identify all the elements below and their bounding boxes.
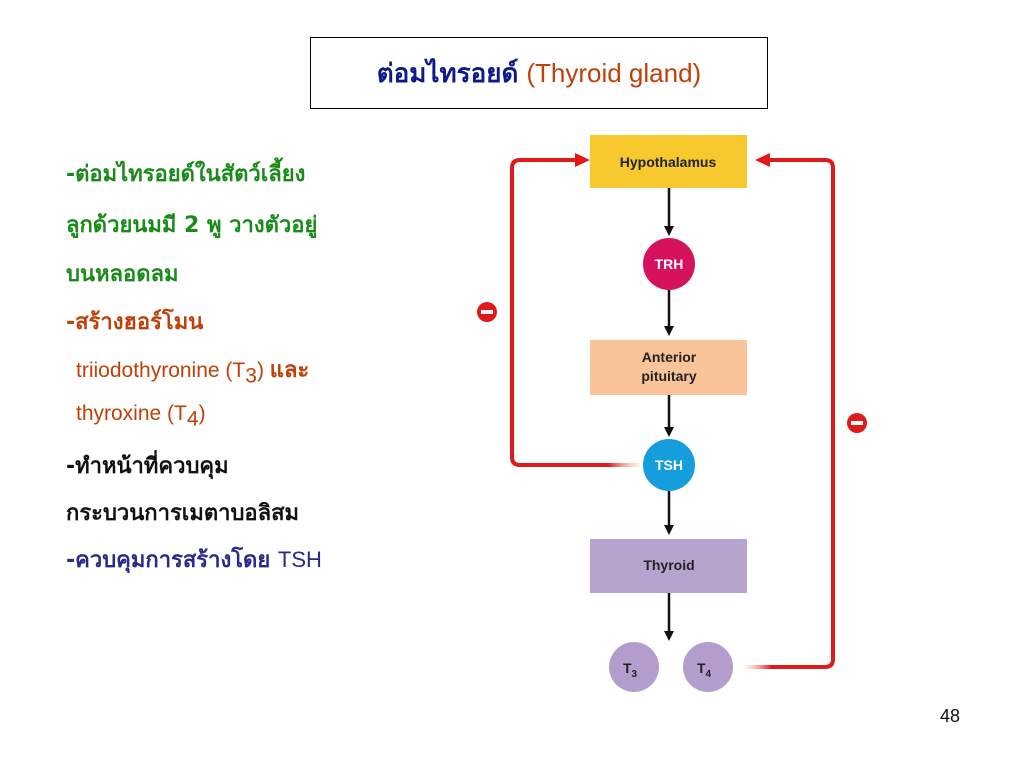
bullet-line-7: -ทำหน้าที่ควบคุม xyxy=(66,454,229,479)
bullet-line-2: ลูกด้วยนมมี 2 พู วางตัวอยู่ xyxy=(66,213,318,238)
t3-label: T xyxy=(623,660,632,676)
t3-close: ) xyxy=(256,359,270,382)
svg-text:T3: T3 xyxy=(623,660,638,680)
t3-label-sub: 3 xyxy=(632,669,638,680)
negative-feedback-icon-right xyxy=(847,413,867,433)
t3-circle xyxy=(609,642,659,692)
anterior-label-2: pituitary xyxy=(641,368,696,384)
hypothalamus-label: Hypothalamus xyxy=(620,154,717,170)
bullet-line-8: กระบวนการเมตาบอลิสม xyxy=(66,501,300,526)
bullet-line-1: -ต่อมไทรอยด์ในสัตว์เลี้ยง xyxy=(66,162,306,187)
tsh-label: TSH xyxy=(655,457,683,473)
title-thai: ต่อมไทรอยด์ xyxy=(376,58,519,89)
t4-label-sub: 4 xyxy=(706,669,712,680)
bullet-line-3: บนหลอดลม xyxy=(66,262,179,287)
t4-subscript: 4 xyxy=(186,407,199,431)
trh-circle xyxy=(643,238,695,290)
trh-label: TRH xyxy=(655,256,684,272)
page-number: 48 xyxy=(940,706,961,726)
t3-subscript: 3 xyxy=(245,364,257,388)
t4-label: T xyxy=(697,660,706,676)
negative-feedback-icon-left xyxy=(477,302,497,322)
feedback-line-tsh xyxy=(510,158,640,467)
control-tsh: TSH xyxy=(277,547,322,572)
t4-circle xyxy=(683,642,733,692)
title-box: ต่อมไทรอยด์ (Thyroid gland) xyxy=(310,37,768,109)
thyroid-box xyxy=(590,539,747,593)
control-text: -ควบคุมการสร้างโดย xyxy=(66,548,278,573)
anterior-label-1: Anterior xyxy=(642,349,697,365)
bullet-line-4: -สร้างฮอร์โมน xyxy=(66,310,204,335)
thyroid-label: Thyroid xyxy=(643,557,694,573)
t3-hormone-name: triiodothyronine (T xyxy=(76,359,246,382)
title-english: (Thyroid gland) xyxy=(526,57,702,88)
tsh-circle xyxy=(643,439,695,491)
hypothalamus-box xyxy=(590,135,747,188)
bullet-line-5: triiodothyronine (T3) และ xyxy=(76,352,309,388)
svg-text:T4: T4 xyxy=(697,660,712,680)
and-word: และ xyxy=(269,358,310,383)
bullet-line-9: -ควบคุมการสร้างโดย TSH xyxy=(66,542,322,577)
anterior-pituitary-box xyxy=(590,340,747,395)
t4-close: ) xyxy=(198,402,206,425)
feedback-line-t4 xyxy=(745,158,835,669)
bullet-line-6: thyroxine (T4) xyxy=(76,401,206,431)
t4-hormone-name: thyroxine (T xyxy=(76,402,187,425)
